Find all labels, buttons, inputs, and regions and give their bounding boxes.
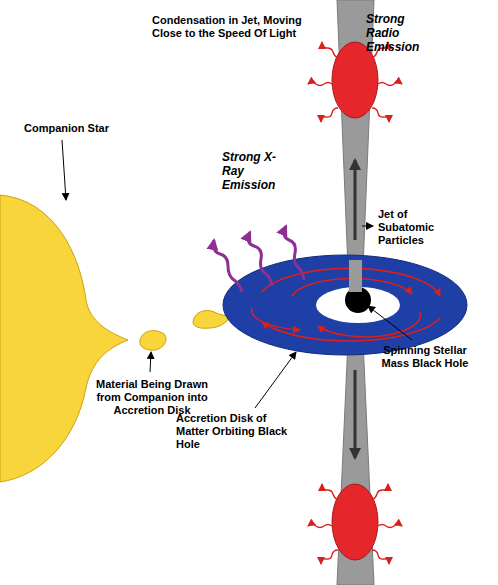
accretion-disk-label: Accretion Disk of Matter Orbiting Black … (176, 412, 294, 451)
radio-emission-label: Strong Radio Emission (366, 12, 426, 54)
jet (349, 260, 362, 292)
accretion-disk (223, 255, 467, 355)
jet-label: Jet of Subatomic Particles (378, 208, 442, 247)
companion-star (0, 195, 128, 482)
radio-emission (308, 484, 402, 564)
inner-disk (316, 287, 400, 323)
jet-arrow (354, 370, 357, 458)
companion-label: Companion Star (24, 122, 109, 135)
condensation-label: Condensation in Jet, Moving Close to the… (152, 14, 304, 40)
black-hole-label: Spinning Stellar Mass Black Hole (380, 344, 470, 370)
leader-line (62, 140, 412, 408)
orbit-arrow (252, 308, 300, 330)
jet-condensation (332, 484, 378, 560)
material-blob (140, 331, 166, 351)
material-label: Material Being Drawn from Companion into… (86, 378, 218, 417)
radio-emission (308, 42, 402, 122)
xray-emission-label: Strong X-Ray Emission (222, 150, 280, 192)
jet-arrow (354, 160, 357, 240)
xray-emission (214, 226, 304, 292)
